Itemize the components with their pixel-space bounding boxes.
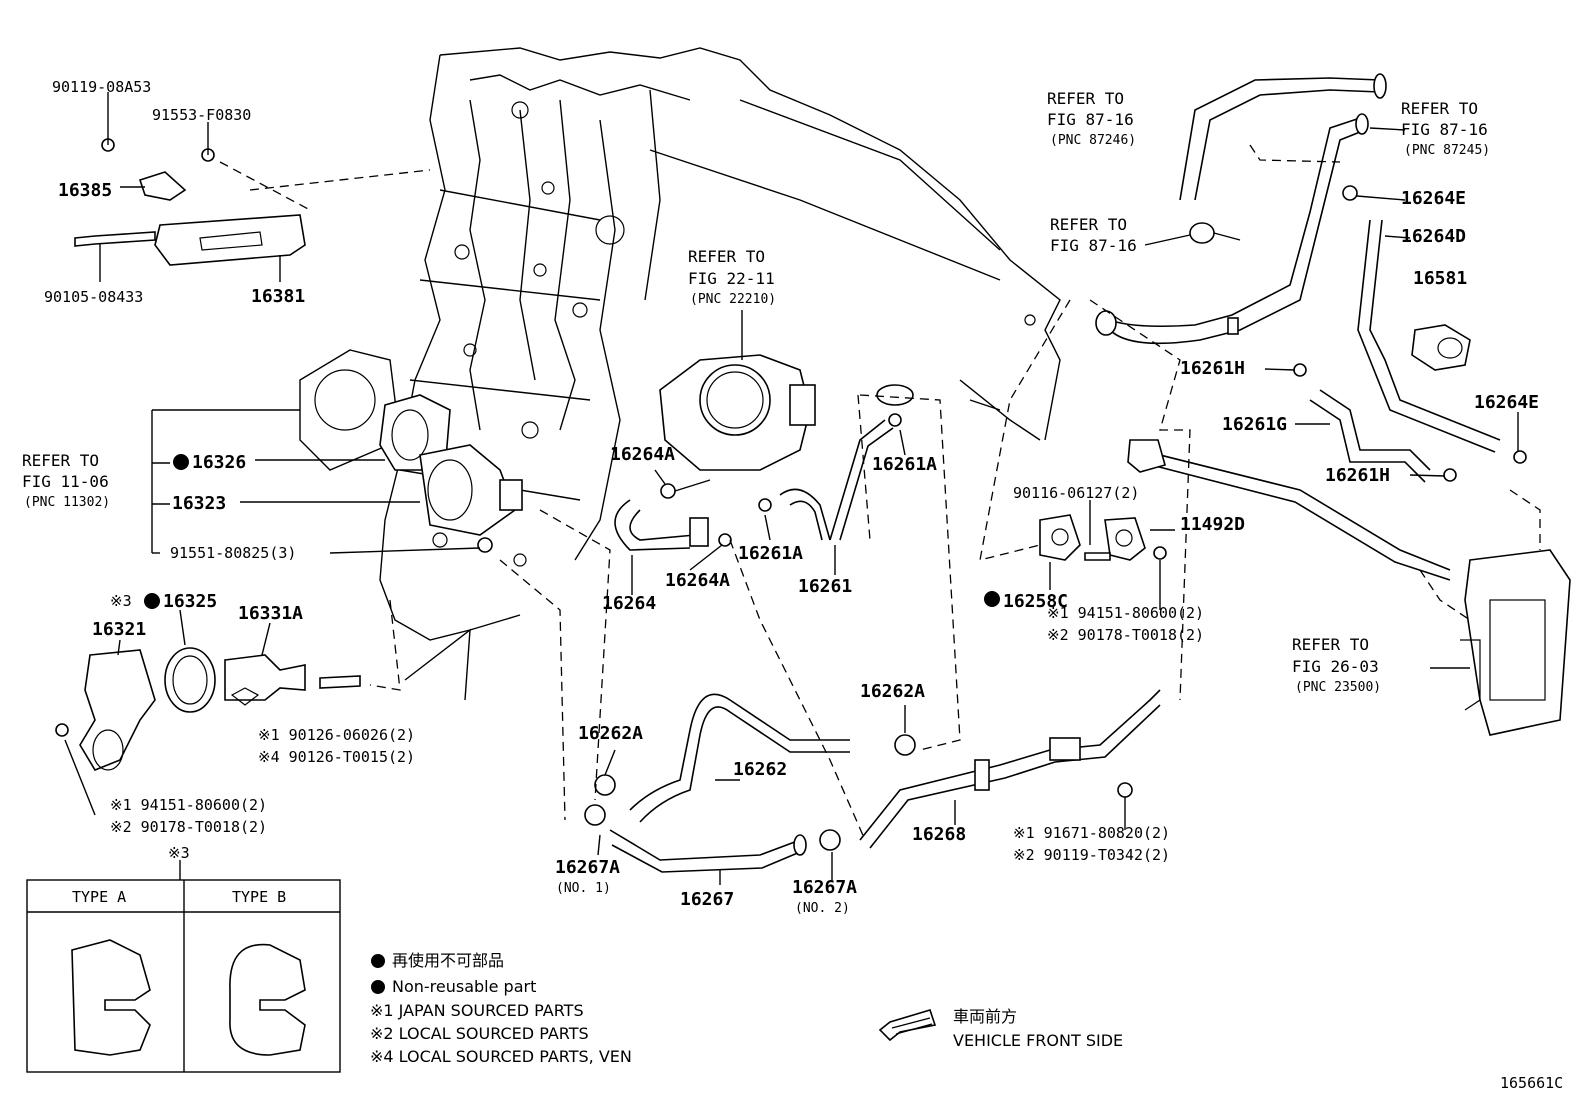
label-refer-fig-26-03-fig: FIG 26-03 [1292,657,1379,676]
label-90126-T0015: ※4 90126-T0015(2) [258,748,415,766]
label-94151-80600-left: ※1 94151-80600(2) [110,796,267,814]
legend-note-4: ※4 LOCAL SOURCED PARTS, VEN [370,1047,632,1066]
label-refer-fig-87-16-a-fig: FIG 87-16 [1047,110,1134,129]
legend-note-1: ※1 JAPAN SOURCED PARTS [370,1001,584,1020]
label-16264: 16264 [602,593,656,614]
label-90119-T0342: ※2 90119-T0342(2) [1013,846,1170,864]
label-refer-fig-11-06-pnc: (PNC 11302) [24,495,110,510]
label-16326: 16326 [192,452,246,473]
label-16267: 16267 [680,889,734,910]
legend-non-reusable: Non-reusable part [392,977,536,996]
label-leaders [64,127,1519,885]
label-16261G: 16261G [1222,414,1287,435]
gasket-plate [1039,514,1167,561]
label-16267A-no2: 16267A [792,877,857,898]
label-refer-fig-87-16-c-fig: FIG 87-16 [1050,236,1137,255]
label-90119-08A53: 90119-08A53 [52,78,151,96]
engine-block-outline [299,47,1061,701]
label-16381: 16381 [251,286,305,307]
label-16261H-top: 16261H [1180,358,1245,379]
label-refer-fig-87-16-b-fig: FIG 87-16 [1401,120,1488,139]
center-hoses [614,384,914,551]
label-16264E-top: 16264E [1401,188,1466,209]
label-16261A-left: 16261A [738,543,803,564]
label-16321: 16321 [92,619,146,640]
label-refer-fig-87-16-a: REFER TO [1047,89,1124,108]
label-x3-mark: ※3 [168,844,190,862]
label-refer-fig-87-16-a-pnc: (PNC 87246) [1050,133,1136,148]
direction-en: VEHICLE FRONT SIDE [953,1031,1123,1050]
label-90126-06026: ※1 90126-06026(2) [258,726,415,744]
part-labels: 90119-08A53 91553-F0830 16385 90105-0843… [22,78,1539,916]
label-refer-fig-87-16-b: REFER TO [1401,99,1478,118]
legend: 再使用不可部品 Non-reusable part ※1 JAPAN SOURC… [370,951,1123,1066]
label-16264A-bottom: 16264A [665,570,730,591]
label-16267A-no1-sub: (NO. 1) [556,881,611,896]
label-91671-80820: ※1 91671-80820(2) [1013,824,1170,842]
label-16267A-no2-sub: (NO. 2) [795,901,850,916]
label-11492D: 11492D [1180,514,1245,535]
label-16262A-left: 16262A [578,723,643,744]
direction-jp: 車両前方 [953,1007,1017,1026]
label-refer-fig-11-06-fig: FIG 11-06 [22,472,109,491]
label-90178-T0018-left: ※2 90178-T0018(2) [110,818,267,836]
label-x3-16325: ※3 [110,592,132,610]
label-refer-fig-87-16-b-pnc: (PNC 87245) [1404,143,1490,158]
legend-note-2: ※2 LOCAL SOURCED PARTS [370,1024,589,1043]
label-16261A-right: 16261A [872,454,937,475]
label-16268: 16268 [912,824,966,845]
label-16581: 16581 [1413,268,1467,289]
legend-jp: 再使用不可部品 [392,951,504,970]
dashed-leaders [369,144,1541,841]
lower-hoses [584,689,1161,873]
label-16262: 16262 [733,759,787,780]
throttle-body [659,310,816,499]
label-16323: 16323 [172,493,226,514]
label-refer-fig-87-16-c: REFER TO [1050,215,1127,234]
label-91551-80825: 91551-80825(3) [170,544,296,562]
label-16331A: 16331A [238,603,303,624]
label-16264E-bottom: 16264E [1474,392,1539,413]
label-91553-F0830: 91553-F0830 [152,106,251,124]
label-type-a: TYPE A [72,888,126,906]
label-16325: 16325 [163,591,217,612]
label-refer-fig-26-03-pnc: (PNC 23500) [1295,680,1381,695]
label-refer-fig-11-06: REFER TO [22,451,99,470]
label-16267A-no1: 16267A [555,857,620,878]
vehicle-front-arrow [878,1009,937,1042]
gasket-type-table [26,879,341,1073]
label-90116-06127: 90116-06127(2) [1013,484,1139,502]
label-90178-T0018-right: ※2 90178-T0018(2) [1047,626,1204,644]
label-16385: 16385 [58,180,112,201]
right-hoses [1095,73,1571,736]
label-16262A-right: 16262A [860,681,925,702]
label-refer-fig-26-03: REFER TO [1292,635,1369,654]
label-16258C: 16258C [1003,591,1068,612]
label-16261H-bottom: 16261H [1325,465,1390,486]
label-90105-08433: 90105-08433 [44,288,143,306]
label-type-b: TYPE B [232,888,286,906]
bracket-assembly [74,92,431,282]
label-refer-fig-22-11-fig: FIG 22-11 [688,269,775,288]
label-94151-80600-right: ※1 94151-80600(2) [1047,604,1204,622]
label-refer-fig-22-11-pnc: (PNC 22210) [690,292,776,307]
label-refer-fig-22-11: REFER TO [688,247,765,266]
label-16261: 16261 [798,576,852,597]
thermostat-housing [55,394,523,771]
label-16264D: 16264D [1401,226,1466,247]
non-reusable-markers [144,454,1000,994]
figure-id: 165661C [1500,1074,1563,1092]
label-16264A-top: 16264A [610,444,675,465]
